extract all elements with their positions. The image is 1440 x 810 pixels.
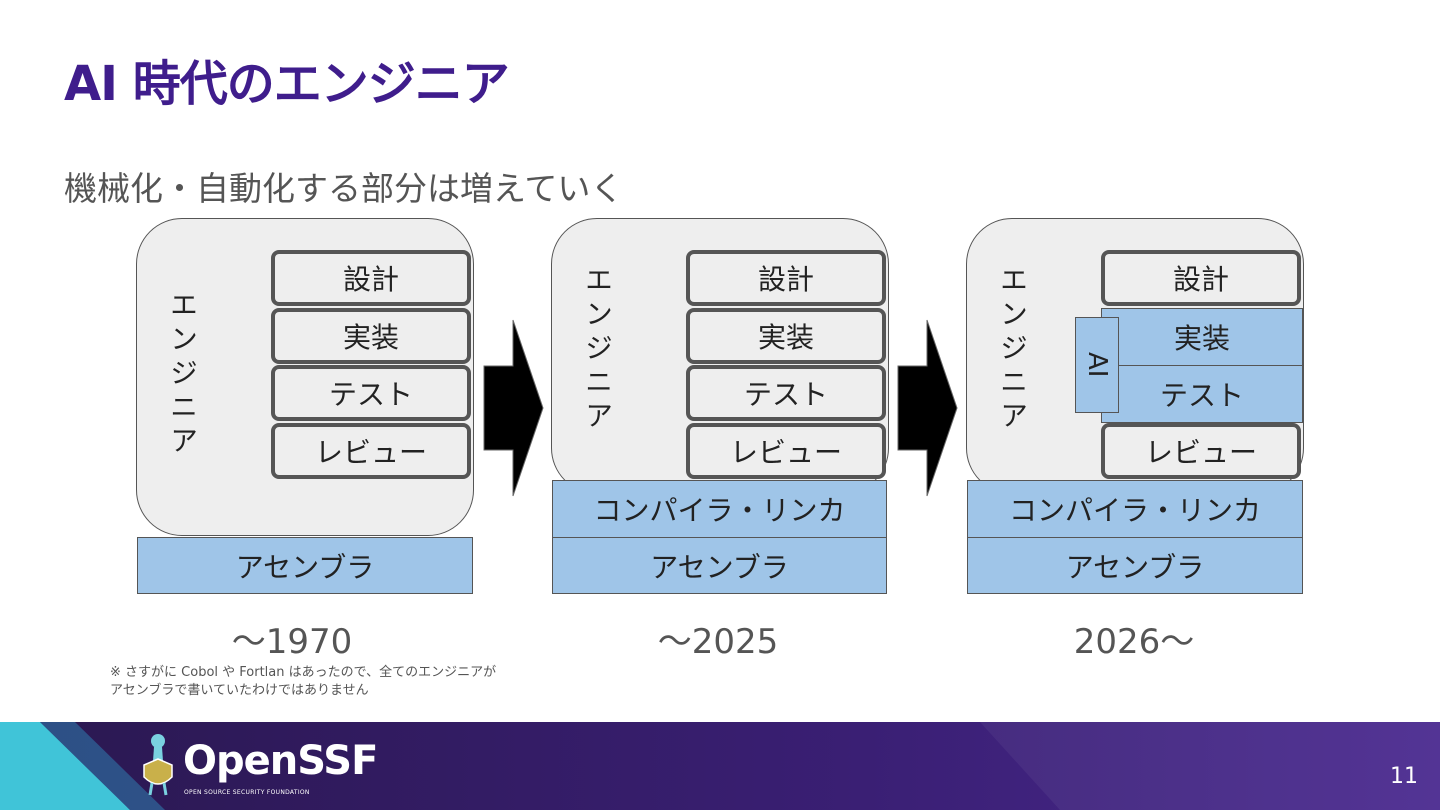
- footnote-line: ※ さすがに Cobol や Fortlan はあったので、全てのエンジニアが: [110, 665, 497, 680]
- progress-arrow-icon: [483, 319, 544, 497]
- task-design: 設計: [1101, 250, 1301, 306]
- task-design: 設計: [271, 250, 471, 306]
- footnote-line: アセンブラで書いていたわけではありません: [110, 683, 369, 698]
- task-implementation: 実装: [271, 308, 471, 364]
- openssf-logo: [143, 734, 173, 796]
- page-number: 11: [1390, 764, 1418, 789]
- task-review: レビュー: [686, 423, 886, 479]
- task-design: 設計: [686, 250, 886, 306]
- era-label: 〜1970: [231, 622, 353, 662]
- progress-arrow-icon: [897, 319, 958, 497]
- engineer-label: エンジニア: [166, 290, 199, 460]
- page-title: AI 時代のエンジニア: [64, 56, 510, 112]
- task-implementation: 実装: [686, 308, 886, 364]
- layer-assembler: アセンブラ: [552, 537, 887, 594]
- engineer-label: エンジニア: [996, 265, 1029, 435]
- logo-subtext: OPEN SOURCE SECURITY FOUNDATION: [184, 789, 310, 796]
- era-label: 〜2025: [657, 622, 779, 662]
- layer-compiler-linker: コンパイラ・リンカ: [552, 480, 887, 538]
- ai-box: AI: [1075, 317, 1119, 413]
- task-review: レビュー: [1101, 423, 1301, 479]
- task-test: テスト: [271, 365, 471, 421]
- task-implementation: 実装: [1101, 308, 1303, 366]
- footnote: ※ さすがに Cobol や Fortlan はあったので、全てのエンジニアが …: [110, 664, 496, 700]
- task-review: レビュー: [271, 423, 471, 479]
- page-subtitle: 機械化・自動化する部分は増えていく: [64, 169, 624, 208]
- task-test: テスト: [1101, 365, 1303, 423]
- layer-assembler: アセンブラ: [137, 537, 473, 594]
- layer-compiler-linker: コンパイラ・リンカ: [967, 480, 1303, 538]
- engineer-label: エンジニア: [581, 265, 614, 435]
- footer-band: [0, 722, 1440, 810]
- era-label: 2026〜: [1073, 622, 1195, 662]
- logo-text: OpenSSF: [183, 738, 378, 784]
- task-test: テスト: [686, 365, 886, 421]
- layer-assembler: アセンブラ: [967, 537, 1303, 594]
